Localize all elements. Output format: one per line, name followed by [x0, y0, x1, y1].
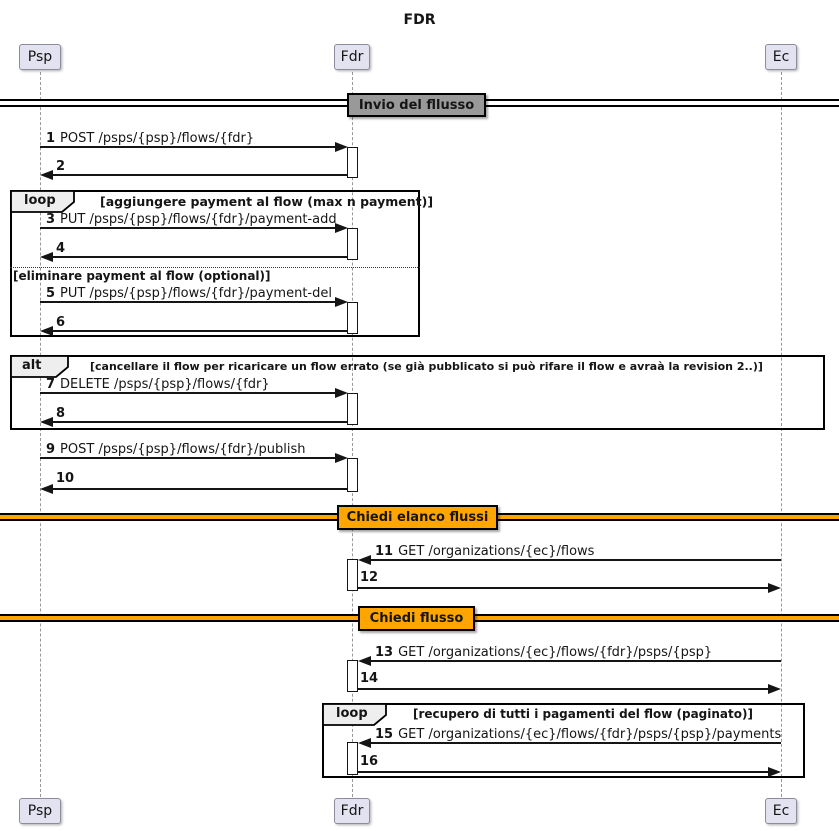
activation-bar	[347, 228, 358, 260]
message-label-8: 8	[56, 406, 66, 421]
divider-invio-del-flusso: Invio del fllusso	[347, 93, 486, 117]
message-arrow-11	[369, 559, 781, 561]
divider-chiedi-flusso: Chiedi flusso	[358, 606, 475, 631]
frame-loop-payments	[10, 190, 420, 337]
arrowhead-right-icon	[768, 684, 781, 694]
arrowhead-right-icon	[335, 297, 348, 307]
activation-bar	[347, 742, 358, 775]
arrowhead-left-icon	[358, 738, 371, 748]
message-arrow-3	[40, 227, 335, 229]
message-arrow-9	[40, 457, 335, 459]
arrowhead-left-icon	[358, 555, 371, 565]
message-arrow-12	[358, 587, 769, 589]
activation-bar	[347, 302, 358, 334]
message-arrow-1	[40, 146, 335, 148]
message-arrow-10	[52, 488, 347, 490]
arrowhead-left-icon	[40, 484, 53, 494]
message-arrow-2	[52, 174, 347, 176]
message-arrow-16	[358, 771, 769, 773]
lifeline-fdr	[352, 72, 353, 797]
frame-loop-paginated	[322, 703, 805, 778]
activation-bar	[347, 393, 358, 425]
participant-fdr-bottom: Fdr	[334, 798, 370, 824]
frame-separator-label: [eliminare payment al flow (optional)]	[13, 269, 271, 283]
frame-tab-shape	[322, 703, 387, 726]
arrowhead-right-icon	[768, 583, 781, 593]
arrowhead-left-icon	[40, 252, 53, 262]
frame-operator-alt: alt	[22, 358, 42, 373]
frame-tab-shape	[10, 355, 69, 378]
lifeline-ec	[781, 72, 782, 797]
participant-ec-top: Ec	[765, 44, 797, 70]
diagram-title: FDR	[403, 12, 436, 28]
message-arrow-14	[358, 688, 769, 690]
message-label-4: 4	[56, 241, 66, 256]
frame-operator-loop: loop	[336, 706, 368, 721]
frame-condition: [aggiungere payment al flow (max n payme…	[100, 194, 434, 209]
participant-psp-top: Psp	[19, 44, 61, 70]
divider-chiedi-elenco-flussi: Chiedi elanco flussi	[337, 505, 498, 530]
lifeline-psp	[40, 72, 41, 797]
arrowhead-left-icon	[40, 170, 53, 180]
message-arrow-13	[369, 660, 781, 662]
arrowhead-left-icon	[358, 656, 371, 666]
arrowhead-right-icon	[768, 767, 781, 777]
activation-bar	[347, 660, 358, 692]
message-arrow-8	[52, 421, 347, 423]
arrowhead-left-icon	[40, 326, 53, 336]
activation-bar	[347, 559, 358, 591]
arrowhead-left-icon	[40, 417, 53, 427]
arrowhead-right-icon	[335, 142, 348, 152]
activation-bar	[347, 458, 358, 492]
frame-condition: [cancellare il flow per ricaricare un fl…	[90, 360, 763, 373]
message-label-14: 14	[360, 671, 379, 686]
message-arrow-6	[52, 330, 347, 332]
participant-fdr-top: Fdr	[334, 44, 370, 70]
message-arrow-15	[369, 742, 781, 744]
frame-tab-shape	[10, 190, 75, 213]
message-label-16: 16	[360, 754, 379, 769]
message-label-12: 12	[360, 570, 379, 585]
frame-condition: [recupero di tutti i pagamenti del flow …	[413, 707, 753, 721]
activation-bar	[347, 147, 358, 178]
arrowhead-right-icon	[335, 223, 348, 233]
message-arrow-4	[52, 256, 347, 258]
message-label-2: 2	[56, 159, 66, 174]
message-label-6: 6	[56, 315, 66, 330]
participant-ec-bottom: Ec	[765, 798, 797, 824]
frame-operator-loop: loop	[24, 193, 56, 208]
message-label-10: 10	[56, 471, 75, 486]
frame-separator	[10, 267, 420, 268]
arrowhead-right-icon	[335, 388, 348, 398]
participant-psp-bottom: Psp	[19, 798, 61, 824]
message-arrow-5	[40, 301, 335, 303]
arrowhead-right-icon	[335, 453, 348, 463]
message-arrow-7	[40, 392, 335, 394]
frame-alt-cancel	[10, 355, 825, 430]
